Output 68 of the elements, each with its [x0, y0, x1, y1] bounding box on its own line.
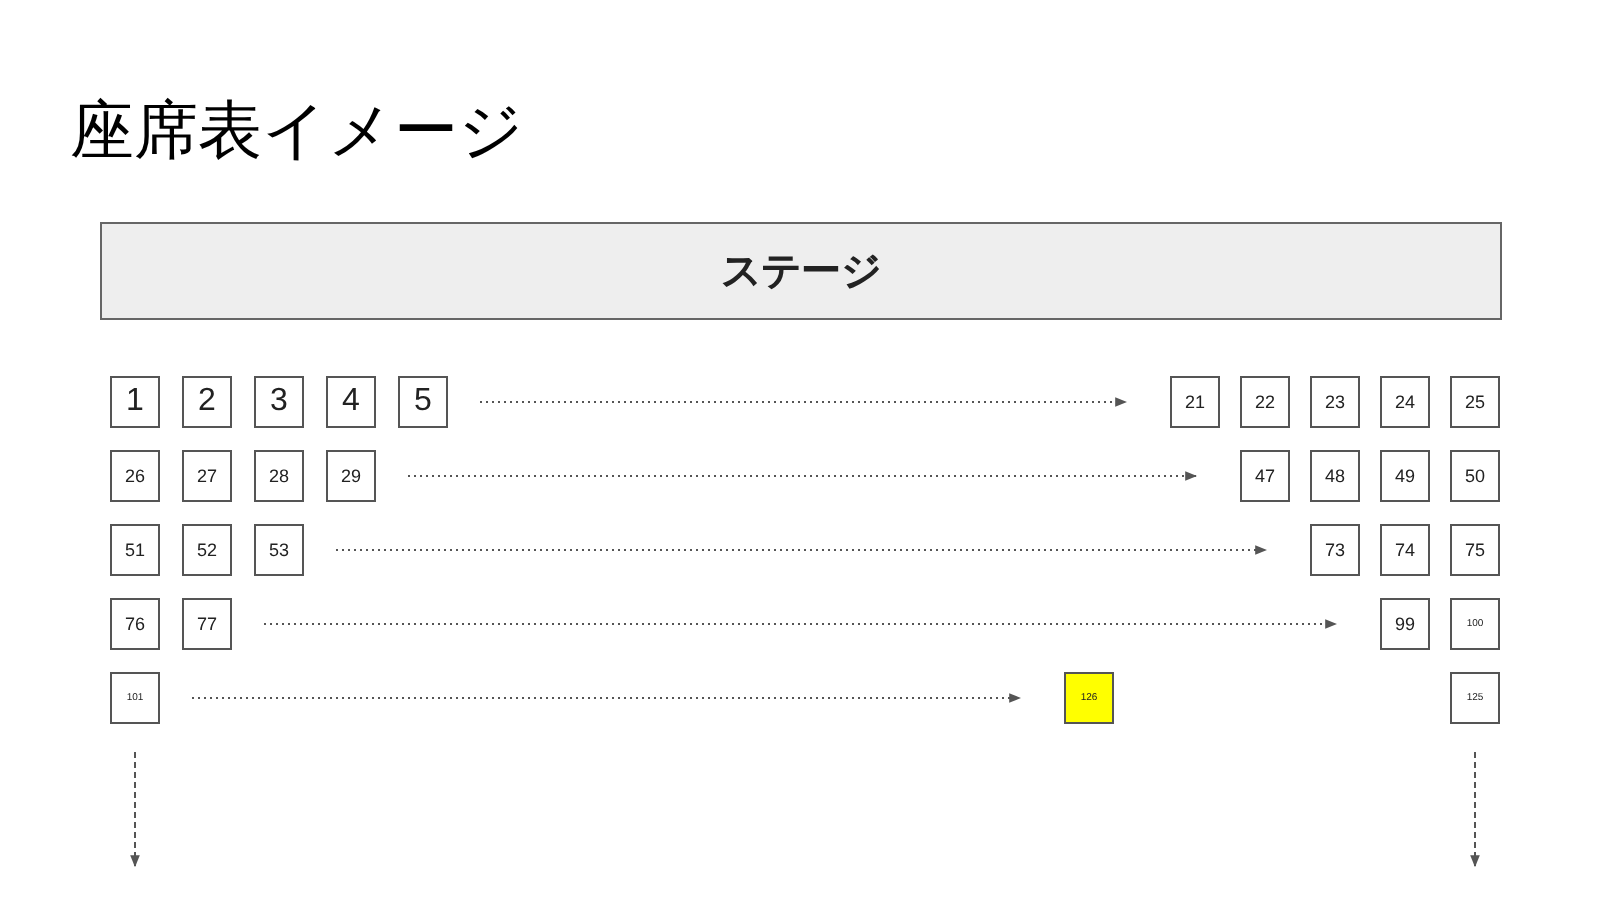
- seat-box: [1380, 524, 1430, 576]
- title: 座席表イメージ: [70, 90, 524, 172]
- seat-number: 22: [1254, 392, 1275, 412]
- seat-number: 52: [196, 540, 217, 560]
- seat-box: [326, 376, 376, 428]
- seat-box: [1310, 450, 1360, 502]
- seat-box: [1310, 524, 1360, 576]
- seat-box: [1380, 376, 1430, 428]
- seat-number: 23: [1324, 392, 1345, 412]
- seat-box: [254, 376, 304, 428]
- seat-box: [110, 376, 160, 428]
- seat-number: 53: [268, 540, 289, 560]
- seat-number: 75: [1464, 540, 1485, 560]
- seat-number: 49: [1394, 466, 1415, 486]
- stage-label: ステージ: [721, 244, 881, 298]
- seat-box: [254, 450, 304, 502]
- seat-number: 48: [1324, 466, 1345, 486]
- seat-number: 29: [340, 466, 361, 486]
- arrow: [1470, 751, 1480, 868]
- seat-box: [1064, 672, 1114, 724]
- seat-number: 28: [268, 466, 289, 486]
- seat-number: 47: [1254, 466, 1275, 486]
- seat-box: [1170, 376, 1220, 428]
- arrow: [335, 545, 1268, 555]
- seat-number: 74: [1394, 540, 1415, 560]
- arrow: [191, 693, 1022, 703]
- stage-box: [100, 222, 1502, 320]
- seat-number: 76: [124, 614, 145, 634]
- seat-box: [326, 450, 376, 502]
- seat-number: 25: [1464, 392, 1485, 412]
- seat-number: 26: [124, 466, 145, 486]
- seat-number: 2: [198, 384, 216, 420]
- seat-number: 4: [342, 384, 360, 420]
- seat-box: [1450, 450, 1500, 502]
- arrow: [407, 471, 1198, 481]
- seat-box: [110, 672, 160, 724]
- seat-box: [182, 524, 232, 576]
- seat-number: 5: [414, 384, 432, 420]
- seat-box: [398, 376, 448, 428]
- seat-box: [1450, 598, 1500, 650]
- seat-box: [1240, 376, 1290, 428]
- seat-number: 99: [1394, 614, 1415, 634]
- seat-number: 27: [196, 466, 217, 486]
- seat-number: 24: [1394, 392, 1415, 412]
- seat-number: 51: [124, 540, 145, 560]
- seat-box: [182, 598, 232, 650]
- seat-box: [1240, 450, 1290, 502]
- seat-number: 3: [270, 384, 288, 420]
- arrow: [263, 619, 1338, 629]
- seat-box: [182, 376, 232, 428]
- seat-box: [1380, 598, 1430, 650]
- arrow: [479, 397, 1128, 407]
- seat-number: 50: [1464, 466, 1485, 486]
- seat-box: [1450, 672, 1500, 724]
- seat-box: [110, 598, 160, 650]
- seat-box: [1380, 450, 1430, 502]
- seat-box: [254, 524, 304, 576]
- seat-number: 77: [196, 614, 217, 634]
- seat-number: 1: [126, 384, 144, 420]
- seat-number: 21: [1184, 392, 1205, 412]
- seat-box: [1450, 524, 1500, 576]
- seat-number: 73: [1324, 540, 1345, 560]
- seat-box: [110, 524, 160, 576]
- seat-box: [1310, 376, 1360, 428]
- seat-box: [110, 450, 160, 502]
- seat-box: [1450, 376, 1500, 428]
- arrow: [130, 751, 140, 868]
- seat-box: [182, 450, 232, 502]
